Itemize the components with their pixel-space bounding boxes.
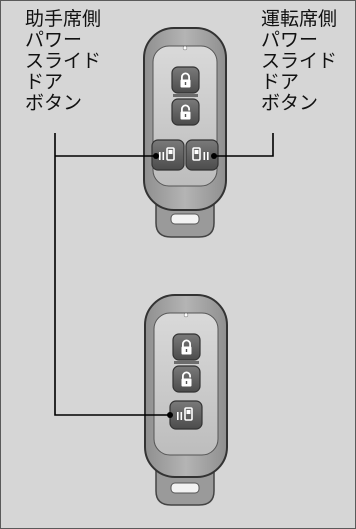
leader-lines bbox=[54, 133, 274, 416]
key-tab-slot bbox=[170, 482, 200, 494]
passenger-side-leader-line bbox=[54, 133, 170, 416]
leader-dot bbox=[153, 153, 159, 159]
left-sliding-door-icon bbox=[159, 147, 175, 161]
indicator-light bbox=[182, 45, 188, 51]
driver-side-sliding-door-button[interactable] bbox=[185, 139, 219, 171]
lock-button[interactable] bbox=[172, 333, 201, 361]
label-line: パワー bbox=[261, 29, 319, 51]
key-tab-slot bbox=[170, 213, 200, 225]
remote-key-one-door-button bbox=[144, 294, 228, 506]
indicator-light bbox=[183, 312, 189, 318]
label-line: パワー bbox=[25, 29, 83, 51]
driver-side-power-sliding-door-label: 運転席側 パワー スライド ドア ボタン bbox=[261, 9, 337, 114]
label-line: ドア bbox=[25, 71, 64, 93]
leader-dot bbox=[167, 412, 173, 418]
button-divider bbox=[173, 94, 198, 97]
unlock-button[interactable] bbox=[171, 98, 200, 126]
label-line: 運転席側 bbox=[261, 8, 338, 30]
label-line: スライド bbox=[25, 50, 102, 72]
label-line: ドア bbox=[261, 71, 300, 93]
label-line: スライド bbox=[261, 50, 338, 72]
leader-dot bbox=[211, 153, 217, 159]
left-sliding-door-icon bbox=[177, 407, 193, 421]
passenger-side-power-sliding-door-label: 助手席側 パワー スライド ドア ボタン bbox=[25, 9, 101, 114]
unlock-button[interactable] bbox=[172, 365, 201, 393]
label-line: ボタン bbox=[261, 92, 319, 114]
lock-button[interactable] bbox=[171, 66, 200, 94]
passenger-side-sliding-door-button[interactable] bbox=[169, 400, 203, 430]
label-line: 助手席側 bbox=[25, 8, 102, 30]
right-sliding-door-icon bbox=[192, 147, 209, 161]
leader-dots bbox=[153, 153, 217, 418]
button-divider bbox=[174, 361, 199, 364]
label-line: ボタン bbox=[25, 92, 83, 114]
passenger-side-sliding-door-button[interactable] bbox=[151, 139, 185, 171]
remote-key-two-door-buttons bbox=[143, 27, 227, 238]
driver-side-leader-line bbox=[214, 133, 274, 157]
